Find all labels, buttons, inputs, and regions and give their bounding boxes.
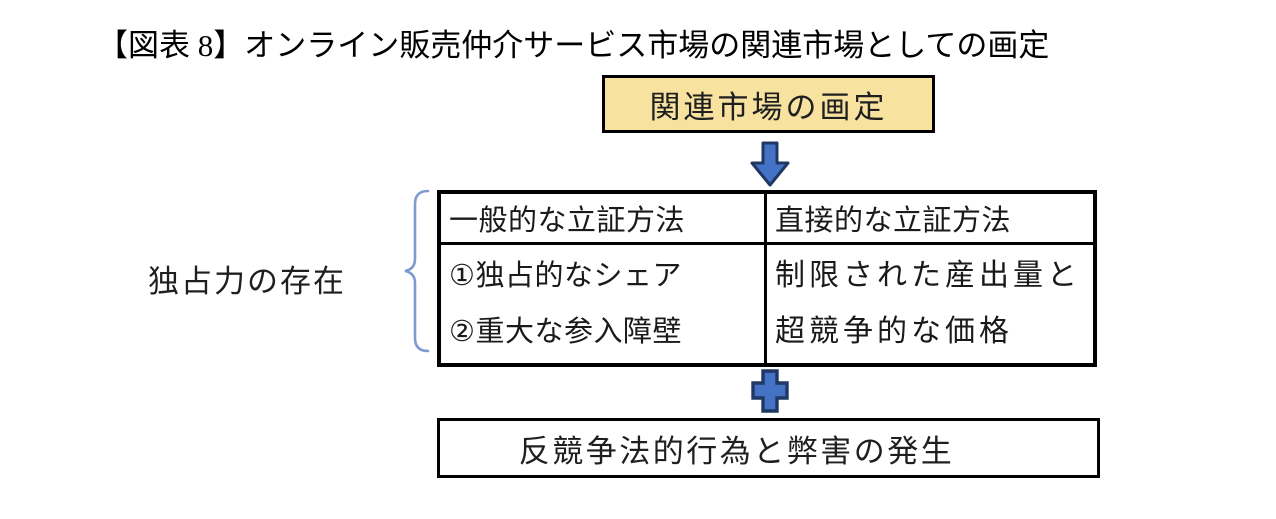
bottom-box-label: 反競争法的行為と弊害の発生 [518, 433, 955, 469]
proof-methods-table: 一般的な立証方法 直接的な立証方法 ①独占的なシェア ②重大な参入障壁 制限され… [437, 190, 1097, 367]
down-arrow-icon [750, 141, 790, 187]
direct-line-1: 制限された産出量と [775, 259, 1081, 292]
header-direct-label: 直接的な立証方法 [775, 205, 1012, 237]
header-cell-general: 一般的な立証方法 [441, 194, 767, 242]
plus-icon [751, 369, 789, 413]
related-market-definition-box: 関連市場の画定 [602, 75, 935, 133]
header-general-label: 一般的な立証方法 [449, 205, 686, 237]
general-item-1: ①独占的なシェア [449, 260, 682, 292]
table-body-row: ①独占的なシェア ②重大な参入障壁 制限された産出量と 超競争的な価格 [441, 245, 1093, 363]
body-cell-general: ①独占的なシェア ②重大な参入障壁 [441, 245, 767, 363]
table-header-row: 一般的な立証方法 直接的な立証方法 [441, 194, 1093, 245]
body-cell-direct: 制限された産出量と 超競争的な価格 [767, 245, 1093, 363]
top-box-label: 関連市場の画定 [649, 89, 888, 125]
anticompetitive-conduct-box: 反競争法的行為と弊害の発生 [437, 418, 1100, 478]
monopoly-power-label: 独占力の存在 [148, 264, 346, 299]
general-item-2: ②重大な参入障壁 [449, 316, 682, 348]
left-brace-icon [404, 189, 430, 353]
figure-title: 【図表 8】オンライン販売仲介サービス市場の関連市場としての画定 [97, 28, 1050, 63]
direct-line-2: 超競争的な価格 [775, 315, 1013, 348]
header-cell-direct: 直接的な立証方法 [767, 194, 1093, 242]
